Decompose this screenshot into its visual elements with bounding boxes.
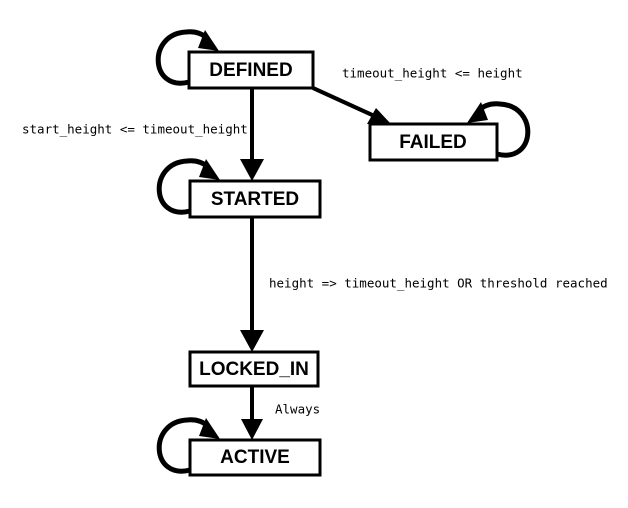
active-self-loop-arrowhead: [199, 418, 220, 439]
state-defined-rect[interactable]: [187, 50, 315, 90]
defined-to-started-arrowhead: [240, 159, 264, 181]
state-locked-in[interactable]: LOCKED_IN: [188, 350, 320, 388]
state-failed[interactable]: FAILED: [368, 122, 499, 162]
active-self-loop-path: [156, 417, 212, 474]
locked-in-to-active-arrowhead: [241, 419, 263, 440]
edge-label-timeout-height-le-height: timeout_height <= height: [342, 66, 523, 81]
defined-to-failed-line: [312, 86, 382, 121]
edge-label-start-height-le-timeout-height: start_height <= timeout_height: [22, 122, 248, 137]
transition-defined-self: [155, 29, 219, 86]
transition-started-self: [156, 158, 220, 215]
failed-self-loop-arrowhead: [467, 102, 488, 123]
state-defined-label: DEFINED: [209, 60, 292, 81]
defined-self-loop-arrowhead: [198, 30, 219, 51]
edge-label-height-ge-timeout-or-threshold: height => timeout_height OR threshold re…: [269, 276, 608, 291]
transition-locked-in-to-active: [241, 386, 263, 440]
state-locked-in-label: LOCKED_IN: [199, 359, 309, 380]
state-active-label: ACTIVE: [220, 447, 290, 468]
defined-self-loop-path: [155, 29, 211, 86]
started-self-loop-arrowhead: [199, 159, 220, 180]
started-self-loop-path: [156, 158, 212, 215]
state-failed-rect[interactable]: [368, 122, 499, 162]
state-started-label: STARTED: [211, 189, 299, 210]
state-active-rect[interactable]: [188, 438, 322, 477]
state-started-rect[interactable]: [188, 179, 322, 219]
transition-defined-to-started: [240, 88, 264, 181]
edge-label-always: Always: [275, 402, 320, 417]
defined-to-failed-arrowhead: [367, 108, 391, 124]
state-locked-in-rect[interactable]: [188, 350, 320, 388]
transition-failed-self: [467, 101, 531, 158]
state-failed-label: FAILED: [399, 132, 467, 153]
state-active[interactable]: ACTIVE: [188, 438, 322, 477]
transition-defined-to-failed: [312, 86, 391, 124]
transition-active-self: [156, 417, 220, 474]
state-defined[interactable]: DEFINED: [187, 50, 315, 90]
transition-started-to-locked-in: [240, 217, 264, 352]
failed-self-loop-path: [475, 101, 531, 158]
state-started[interactable]: STARTED: [188, 179, 322, 219]
started-to-locked-in-arrowhead: [240, 330, 264, 352]
